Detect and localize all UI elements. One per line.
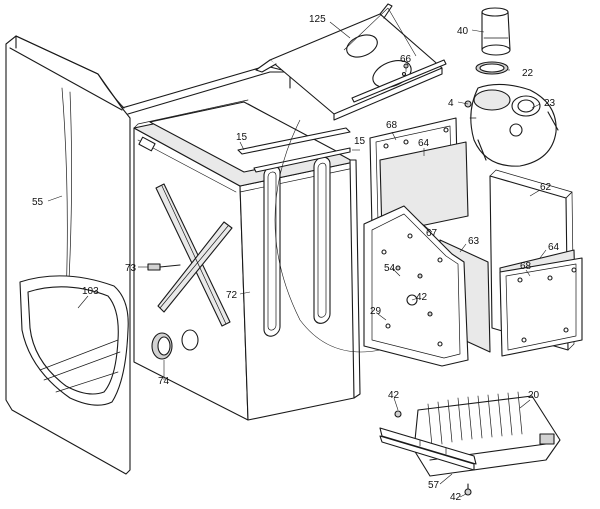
callout-22: 22	[522, 68, 534, 79]
callout-42-panel: 42	[416, 292, 428, 303]
callout-125: 125	[309, 14, 326, 25]
callout-103: 103	[82, 286, 99, 297]
callout-55: 55	[32, 197, 44, 208]
callout-42-burner: 42	[388, 390, 400, 401]
fan-assembly-part-23	[464, 83, 559, 167]
callout-labels: 125 40 66 22 4 23 15 15 68 64 62 55 67 6…	[32, 14, 560, 503]
callout-42-bottom: 42	[450, 492, 462, 503]
callout-62: 62	[540, 182, 552, 193]
callout-54: 54	[384, 263, 396, 274]
seal-ring-part-22	[475, 61, 509, 75]
screw-part-42	[394, 410, 472, 496]
callout-74: 74	[158, 376, 170, 387]
callout-15-left: 15	[236, 132, 248, 143]
callout-20: 20	[528, 390, 540, 401]
callout-15-right: 15	[354, 136, 366, 147]
front-plate-part-67	[363, 205, 469, 367]
top-plate-part-125	[255, 3, 447, 121]
callout-4: 4	[448, 98, 454, 109]
burner-assembly-part-20	[413, 391, 561, 477]
callout-73: 73	[125, 263, 137, 274]
callout-63: 63	[468, 236, 480, 247]
burner-rail-part-57	[379, 427, 477, 471]
flue-collar-part-74	[151, 329, 199, 360]
callout-66: 66	[400, 54, 412, 65]
callout-23: 23	[544, 98, 556, 109]
intake-pipe-part-40	[481, 7, 511, 56]
callout-72: 72	[226, 290, 238, 301]
callout-68-upper: 68	[386, 120, 398, 131]
callout-40: 40	[457, 26, 469, 37]
leader-lines	[47, 7, 547, 498]
callout-57: 57	[428, 480, 440, 491]
screw-part-73	[147, 263, 181, 271]
callout-68-right: 68	[520, 261, 532, 272]
callout-67: 67	[426, 228, 438, 239]
insulation-panel-part-68-right	[499, 257, 583, 357]
inner-cabinet-part-72	[133, 99, 361, 421]
outer-casing-part-55	[5, 35, 291, 475]
callout-64-right: 64	[548, 242, 560, 253]
callout-29: 29	[370, 306, 382, 317]
callout-64-upper: 64	[418, 138, 430, 149]
